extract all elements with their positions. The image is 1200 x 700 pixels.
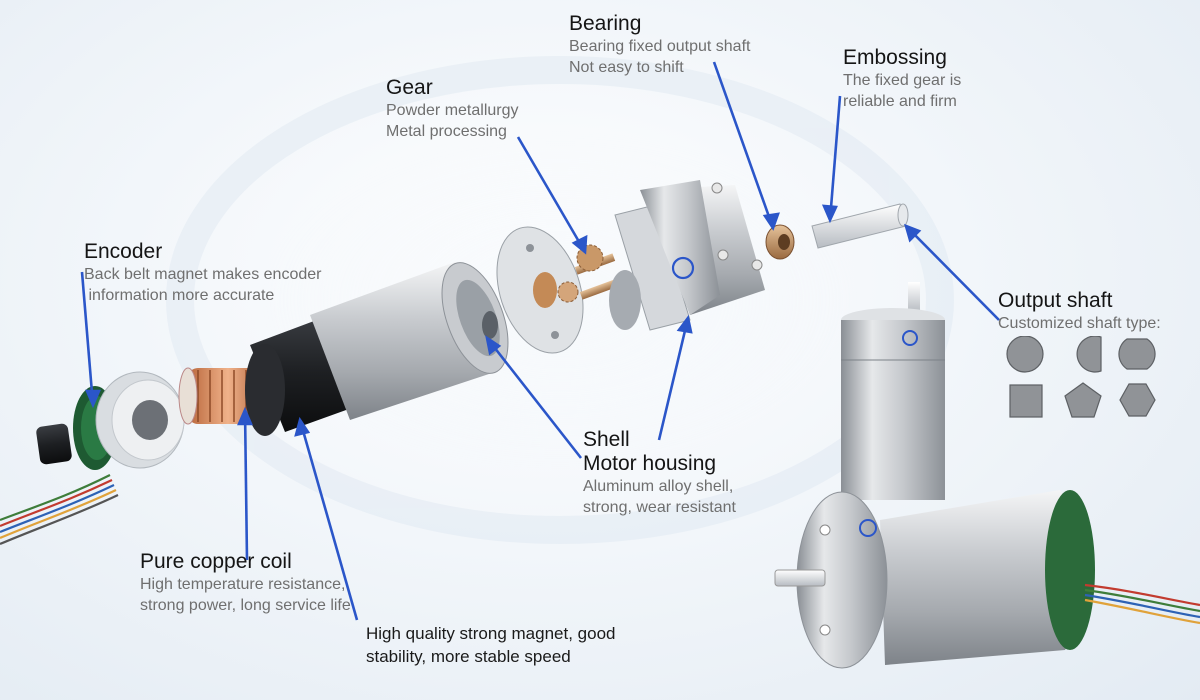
magnet-callout: High quality strong magnet, good stabili… xyxy=(366,622,616,668)
shell-callout: Shell Motor housing Aluminum alloy shell… xyxy=(583,428,736,518)
gear-set-part xyxy=(557,244,621,303)
copper-coil-title: Pure copper coil xyxy=(140,550,292,573)
bearing-line-2: Not easy to shift xyxy=(569,59,684,76)
encoder-callout: Encoder Back belt magnet makes encoder i… xyxy=(84,240,321,306)
output-shaft-line-1: Customized shaft type: xyxy=(998,315,1161,332)
gear-callout: Gear Powder metallurgy Metal processing xyxy=(386,76,519,142)
encoder-part xyxy=(36,371,185,470)
output-shaft-title: Output shaft xyxy=(998,289,1113,312)
callout-leaders xyxy=(80,61,1000,621)
shaft-type-icons xyxy=(1006,336,1156,418)
embossing-title: Embossing xyxy=(843,46,947,69)
bearing-callout: Bearing Bearing fixed output shaft Not e… xyxy=(569,12,750,78)
hexagon-icon xyxy=(1119,383,1156,417)
front-plate-part xyxy=(496,226,584,354)
encoder-wires xyxy=(0,474,119,546)
bearing-line-1: Bearing fixed output shaft xyxy=(569,38,751,55)
square-icon xyxy=(1009,384,1043,418)
embossing-line-2: reliable and firm xyxy=(843,93,957,110)
gearbox-housing-part xyxy=(609,180,765,331)
gear-line-1: Powder metallurgy xyxy=(386,102,519,119)
embossing-line-1: The fixed gear is xyxy=(843,72,962,89)
magnet-line-1: High quality strong magnet, good xyxy=(366,624,616,643)
output-shaft-part xyxy=(811,203,909,249)
d-cut-icon xyxy=(1076,336,1102,373)
shell-line-2: strong, wear resistant xyxy=(583,499,736,516)
copper-coil-callout: Pure copper coil High temperature resist… xyxy=(140,550,351,616)
bearing-part xyxy=(765,224,795,260)
shell-line-1: Aluminum alloy shell, xyxy=(583,478,734,495)
gear-title: Gear xyxy=(386,76,433,99)
output-shaft-callout: Output shaft Customized shaft type: xyxy=(998,289,1161,334)
motor-housing-title: Motor housing xyxy=(583,452,717,475)
encoder-title: Encoder xyxy=(84,240,163,263)
assembled-motor-horizontal xyxy=(774,490,1200,669)
magnet-line-2: stability, more stable speed xyxy=(366,647,571,666)
gear-line-2: Metal processing xyxy=(386,123,507,140)
double-d-icon xyxy=(1118,338,1156,370)
copper-coil-line-1: High temperature resistance, xyxy=(140,576,346,593)
pentagon-icon xyxy=(1064,382,1102,418)
copper-coil-line-2: strong power, long service life xyxy=(140,597,351,614)
shell-title: Shell xyxy=(583,428,630,451)
round-icon xyxy=(1006,336,1044,373)
embossing-callout: Embossing The fixed gear is reliable and… xyxy=(843,46,961,112)
assembled-motor-vertical xyxy=(841,282,945,500)
encoder-line-2: information more accurate xyxy=(84,287,275,304)
encoder-line-1: Back belt magnet makes encoder xyxy=(84,266,322,283)
bearing-title: Bearing xyxy=(569,12,642,35)
